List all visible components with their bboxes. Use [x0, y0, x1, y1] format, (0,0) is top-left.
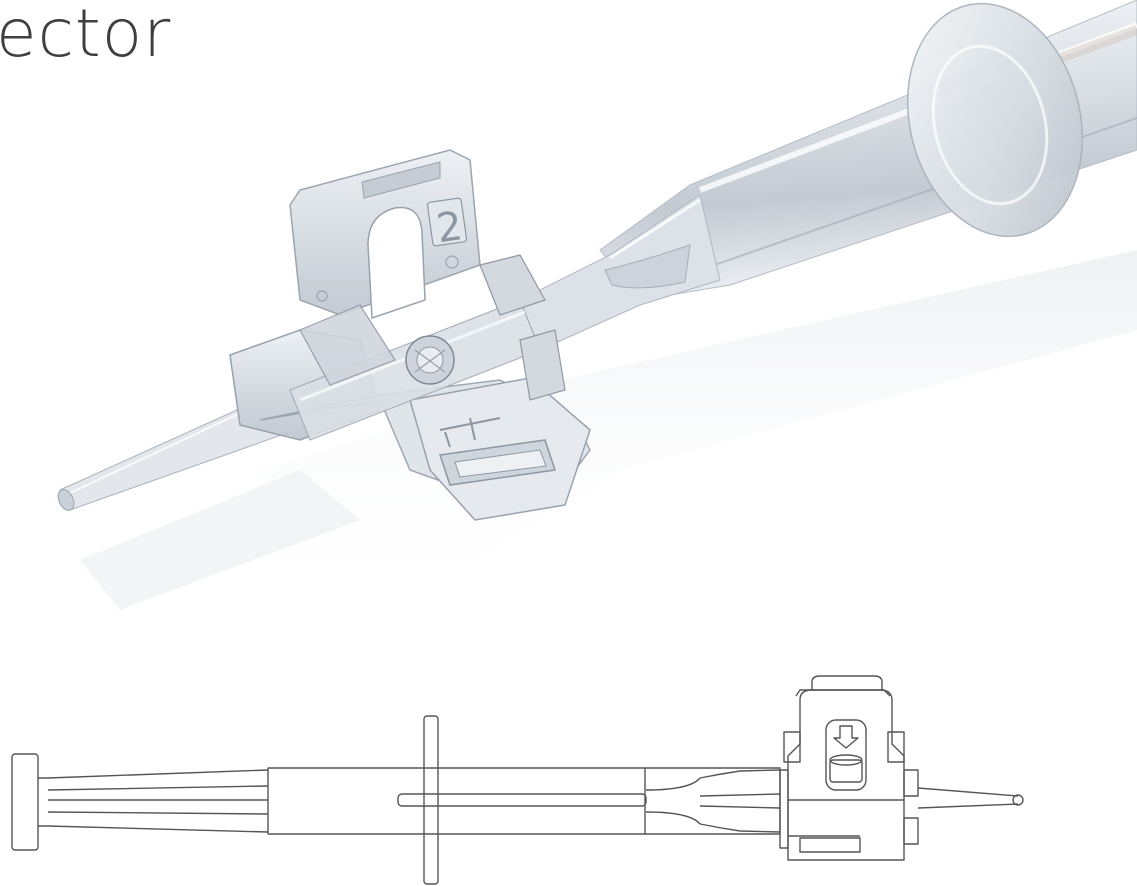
- injector-3d-render: 2: [57, 0, 1137, 620]
- clip-number-label: 2: [434, 203, 466, 252]
- page-title: ector: [0, 0, 172, 72]
